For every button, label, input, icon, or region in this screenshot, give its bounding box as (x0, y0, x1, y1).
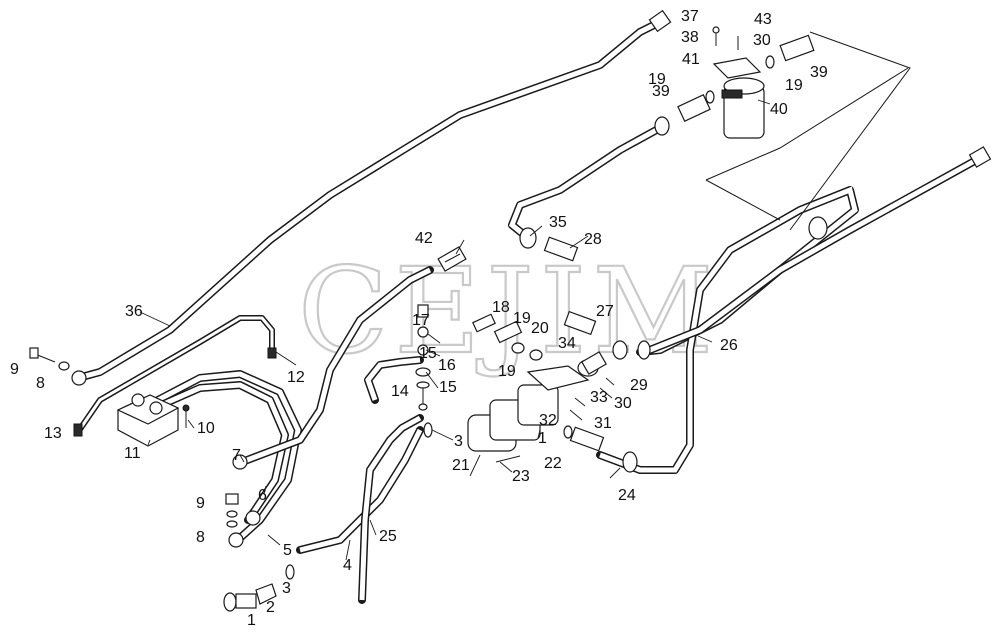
part-number-label: 20 (531, 320, 549, 337)
part-number-label: 29 (630, 377, 648, 394)
part-number-label: 33 (590, 389, 608, 406)
fittings-18-20 (472, 313, 543, 361)
fitting-42 (437, 246, 467, 272)
filter-40 (677, 26, 815, 139)
part-number-label: 15 (439, 379, 457, 396)
part-number-label: 43 (754, 11, 772, 28)
part-number-label: 17 (412, 312, 430, 329)
part-number-label: 8 (196, 529, 205, 546)
fitting-27 (563, 310, 597, 336)
part-number-label: 28 (584, 231, 602, 248)
part-number-label: 16 (438, 357, 456, 374)
part-number-label: 36 (125, 303, 143, 320)
part-number-label: 19 (785, 77, 803, 94)
part-number-label: 35 (549, 214, 567, 231)
part-number-label: 34 (558, 335, 576, 352)
part-number-label: 22 (544, 455, 562, 472)
part-number-label: 1 (247, 612, 256, 629)
part-number-label: 8 (36, 375, 45, 392)
part-number-label: 15 (419, 345, 437, 362)
part-number-label: 19 (498, 363, 516, 380)
part-number-label: 27 (596, 303, 614, 320)
reference-frame (705, 31, 911, 231)
part-number-label: 38 (681, 29, 699, 46)
fittings-1-2-3 (223, 422, 433, 612)
part-number-label: 10 (197, 420, 215, 437)
part-number-label: 24 (618, 487, 636, 504)
part-number-label: 13 (44, 425, 62, 442)
fitting-22 (563, 425, 605, 452)
part-number-label: 4 (343, 557, 352, 574)
part-number-label: 25 (379, 528, 397, 545)
part-number-label: 30 (614, 395, 632, 412)
part-number-label: 31 (594, 415, 612, 432)
hose-24-26 (596, 146, 992, 474)
part-number-label: 39 (810, 64, 828, 81)
part-number-label: 5 (283, 542, 292, 559)
part-number-label: 19 (513, 310, 531, 327)
hose-loop-5-6-7 (146, 266, 434, 548)
pump-21 (467, 351, 607, 463)
part-number-label: 19 (648, 71, 666, 88)
hose-25-4 (296, 356, 424, 604)
part-number-label: 32 (539, 412, 557, 429)
part-number-label: 6 (258, 487, 267, 504)
part-number-label: 3 (282, 580, 291, 597)
part-number-label: 23 (512, 468, 530, 485)
part-number-label: 9 (196, 495, 205, 512)
part-number-label: 14 (391, 383, 409, 400)
part-number-label: 39 (652, 83, 670, 100)
part-number-label: 18 (492, 299, 510, 316)
part-number-label: 12 (287, 369, 305, 386)
part-number-label: 40 (770, 101, 788, 118)
tube-13 (73, 315, 277, 437)
part-number-label: 30 (753, 32, 771, 49)
part-number-label: 9 (10, 361, 19, 378)
part-number-label: 1 (538, 430, 547, 447)
fittings-14-17 (29, 304, 431, 528)
part-number-label: 42 (415, 230, 433, 247)
part-number-label: 26 (720, 337, 738, 354)
leader-lines (139, 99, 771, 561)
part-number-label: 3 (454, 433, 463, 450)
part-number-label: 7 (232, 447, 241, 464)
block-11 (116, 393, 190, 447)
hose-36 (71, 9, 672, 386)
part-number-label: 41 (682, 51, 700, 68)
part-number-label: 21 (452, 457, 470, 474)
hose-35 (508, 116, 670, 262)
part-number-label: 11 (124, 445, 141, 462)
part-number-label: 37 (681, 8, 699, 25)
part-number-label: 2 (266, 599, 275, 616)
